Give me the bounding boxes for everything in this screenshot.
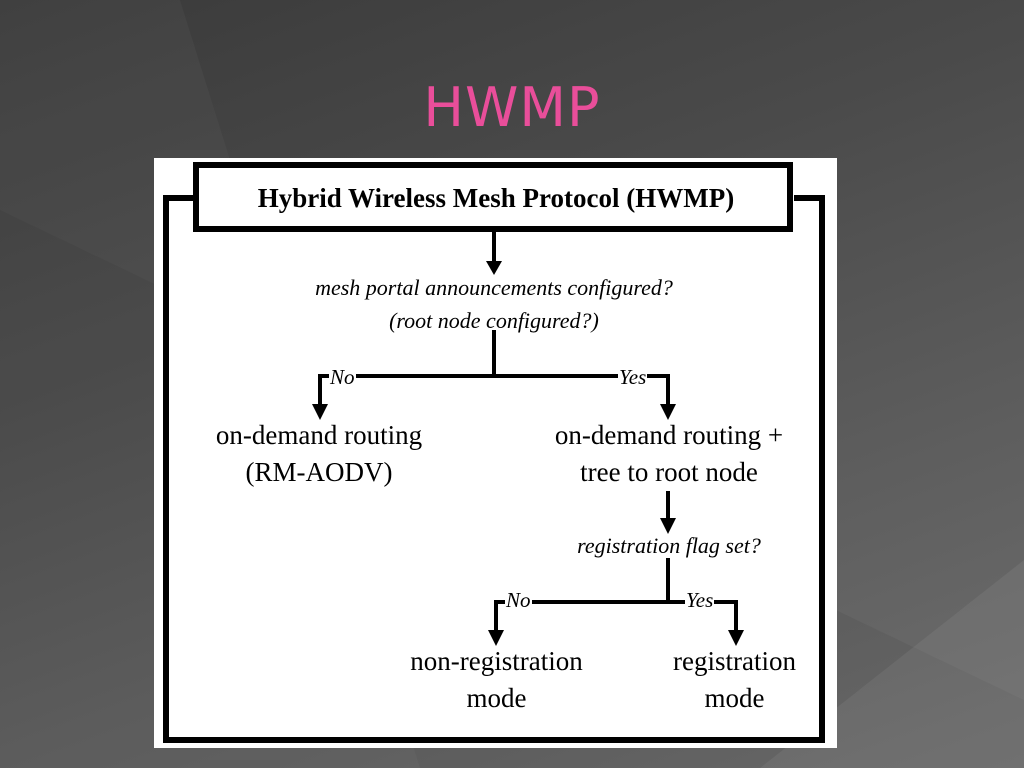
arrow-no-2 [494, 600, 504, 630]
branch-no-1-label: No [329, 365, 356, 389]
result-no-2-line-1: non-registration [410, 646, 583, 676]
result-no-2-line-2: mode [466, 683, 527, 713]
result-yes-2-line-2: mode [704, 683, 765, 713]
outer-frame [163, 195, 825, 743]
branch-no-2-label: No [505, 588, 532, 612]
arrow-no-1 [318, 374, 329, 404]
result-yes-2-line-1: registration [673, 646, 796, 676]
hwmp-flowchart: Hybrid Wireless Mesh Protocol (HWMP) mes… [154, 158, 837, 748]
arrow-yes-1 [659, 374, 670, 404]
question-2-label: registration flag set? [577, 533, 761, 558]
branch-yes-2-label: Yes [685, 588, 715, 612]
question-1-line-1: mesh portal announcements configured? [315, 275, 673, 300]
result-no-1-line-1: on-demand routing [215, 420, 423, 450]
question-1-line-2: (root node configured?) [389, 308, 599, 333]
flowchart-lines [163, 162, 825, 743]
arrow-yes-2 [728, 600, 738, 630]
result-yes-1-line-2: tree to root node [580, 457, 758, 487]
header-box [193, 162, 793, 232]
result-yes-1-line-1: on-demand routing + [554, 420, 784, 450]
slide-title: HWMP [423, 76, 601, 139]
branch-yes-1-label: Yes [618, 365, 648, 389]
header-label: Hybrid Wireless Mesh Protocol (HWMP) [257, 183, 735, 213]
result-no-1-line-2: (RM-AODV) [245, 457, 393, 487]
